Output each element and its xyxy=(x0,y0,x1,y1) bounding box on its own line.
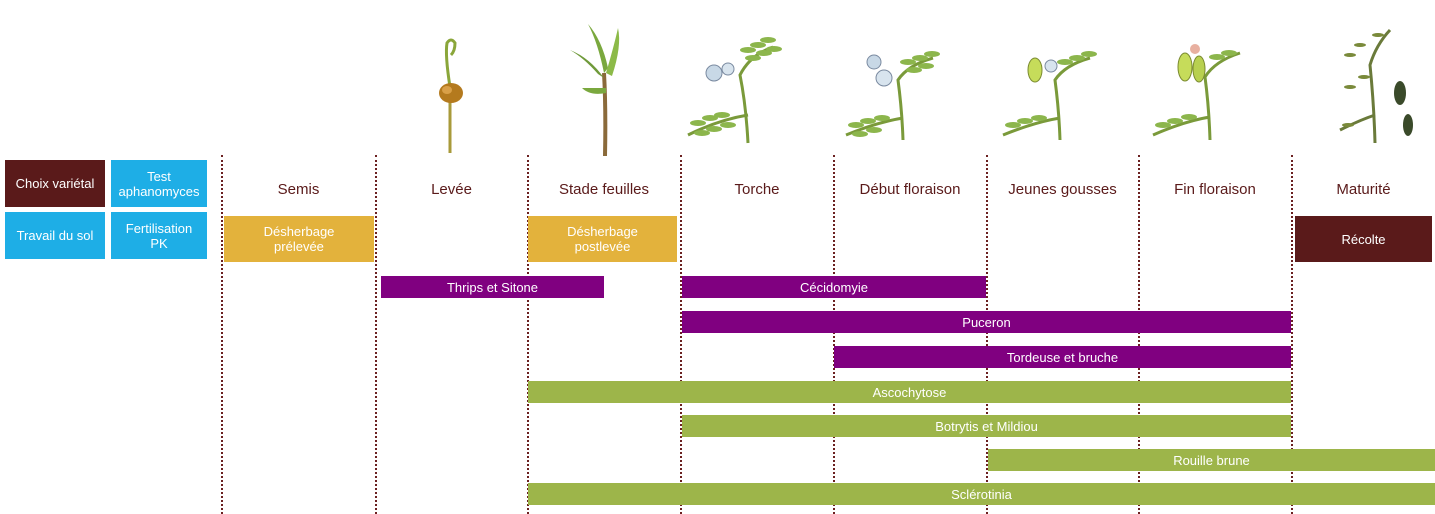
bar-label: Cécidomyie xyxy=(800,280,868,295)
young-pods-plant-icon xyxy=(995,40,1105,145)
choix-varietal-box: Choix variétal xyxy=(5,160,105,207)
test-aphanomyces-label: Test aphanomyces xyxy=(119,169,200,199)
choix-varietal-label: Choix variétal xyxy=(16,176,95,191)
fertilisation-pk-box: Fertilisation PK xyxy=(111,212,207,259)
bar-thrips-sitone: Thrips et Sitone xyxy=(381,276,604,298)
divider-line xyxy=(833,155,835,514)
stage-maturite: Maturité xyxy=(1292,172,1435,206)
bar-puceron: Puceron xyxy=(682,311,1291,333)
bar-label: Thrips et Sitone xyxy=(447,280,538,295)
desherbage-prelevee-label: Désherbage prélevée xyxy=(264,224,335,254)
travail-du-sol-box: Travail du sol xyxy=(5,212,105,259)
torch-stage-plant-icon xyxy=(678,25,788,145)
late-flowering-plant-icon xyxy=(1145,35,1255,145)
stage-levee: Levée xyxy=(376,172,527,206)
bar-tordeuse-bruche: Tordeuse et bruche xyxy=(834,346,1291,368)
bar-label: Ascochytose xyxy=(873,385,947,400)
travail-du-sol-label: Travail du sol xyxy=(17,228,94,243)
stage-fin-floraison: Fin floraison xyxy=(1139,172,1291,206)
divider-line xyxy=(680,155,682,514)
seedling-icon xyxy=(560,18,640,158)
divider-line xyxy=(221,155,223,514)
stage-jeunes-gousses: Jeunes gousses xyxy=(987,172,1138,206)
bar-label: Sclérotinia xyxy=(951,487,1012,502)
stage-torche: Torche xyxy=(681,172,833,206)
bar-label: Rouille brune xyxy=(1173,453,1250,468)
flowering-plant-icon xyxy=(838,40,948,145)
bar-ascochytose: Ascochytose xyxy=(528,381,1291,403)
bar-label: Botrytis et Mildiou xyxy=(935,419,1038,434)
stage-feuilles: Stade feuilles xyxy=(528,172,680,206)
desherbage-postlevee-label: Désherbage postlevée xyxy=(567,224,638,254)
divider-line xyxy=(527,155,529,514)
test-aphanomyces-box: Test aphanomyces xyxy=(111,160,207,207)
bar-cecidomyie: Cécidomyie xyxy=(682,276,986,298)
stage-debut-floraison: Début floraison xyxy=(834,172,986,206)
stage-semis: Semis xyxy=(222,172,375,206)
divider-line xyxy=(375,155,377,514)
desherbage-postlevee-box: Désherbage postlevée xyxy=(528,216,677,262)
bar-sclerotinia: Sclérotinia xyxy=(528,483,1435,505)
bar-rouille-brune: Rouille brune xyxy=(988,449,1435,471)
bar-label: Puceron xyxy=(962,315,1010,330)
recolte-box: Récolte xyxy=(1295,216,1432,262)
bar-botrytis-mildiou: Botrytis et Mildiou xyxy=(682,415,1291,437)
germinating-seed-icon xyxy=(425,35,475,155)
fertilisation-pk-label: Fertilisation PK xyxy=(126,221,192,251)
bar-label: Tordeuse et bruche xyxy=(1007,350,1118,365)
mature-plant-icon xyxy=(1320,15,1420,145)
recolte-label: Récolte xyxy=(1341,232,1385,247)
desherbage-prelevee-box: Désherbage prélevée xyxy=(224,216,374,262)
